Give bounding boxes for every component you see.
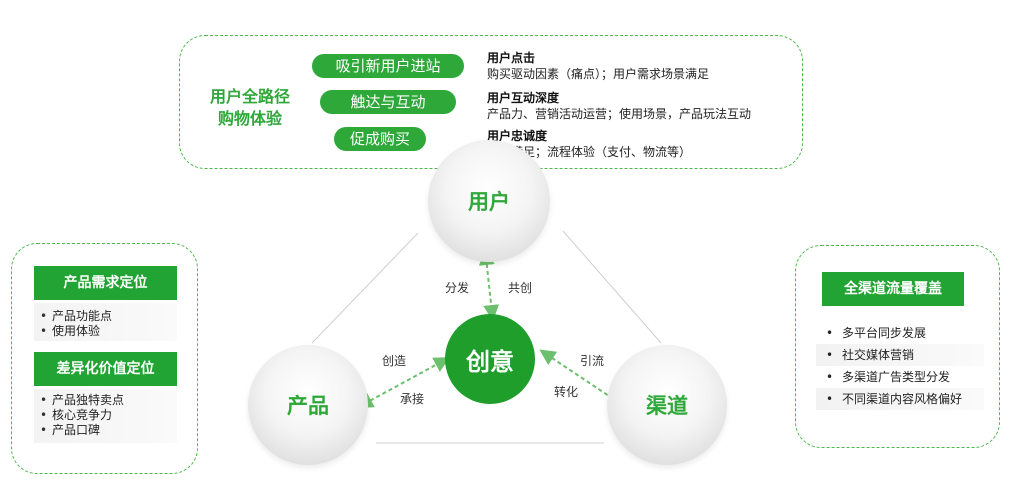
label-undertake: 承接	[400, 392, 425, 406]
arrow-user-center	[478, 249, 500, 321]
node-user: 用户	[428, 140, 550, 262]
label-cocreate: 共创	[508, 281, 533, 295]
info-text-click: 购买驱动因素（痛点）；用户需求场景满足	[487, 67, 710, 81]
triangle-edge-left	[311, 232, 419, 344]
info-title-click: 用户点击	[487, 51, 536, 65]
info-title-loyalty: 用户忠诚度	[487, 129, 548, 143]
section-title-coverage: 全渠道流量覆盖	[822, 272, 964, 306]
list-item: 使用体验	[40, 324, 177, 339]
list-item: 多渠道广告类型分发	[816, 366, 966, 388]
arrow-product-center	[356, 357, 451, 408]
node-channel: 渠道	[607, 345, 727, 465]
section-title-demand: 产品需求定位	[34, 266, 177, 300]
journey-title: 用户全路径 购物体验	[196, 86, 304, 130]
list-item: 产品口碑	[40, 423, 177, 438]
section-title-differentiation: 差异化价值定位	[34, 352, 177, 386]
label-attract: 引流	[580, 354, 605, 368]
product-positioning-box	[11, 243, 198, 474]
list-item: 核心竞争力	[40, 408, 177, 423]
arrow-channel-center	[539, 349, 625, 407]
list-item: 不同渠道内容风格偏好	[816, 388, 984, 410]
list-differentiation: 产品独特卖点 核心竞争力 产品口碑	[34, 389, 177, 443]
info-text-loyalty: 诉求满足；流程体验（支付、物流等）	[487, 145, 692, 159]
list-item: 多平台同步发展	[816, 322, 966, 344]
label-convert: 转化	[554, 385, 579, 399]
list-coverage: 多平台同步发展 社交媒体营销 多渠道广告类型分发 不同渠道内容风格偏好	[816, 322, 988, 412]
pill-promote-purchase: 促成购买	[334, 127, 426, 151]
list-demand: 产品功能点 使用体验	[34, 303, 177, 341]
label-create: 创造	[382, 354, 407, 368]
list-item: 产品功能点	[40, 309, 177, 324]
list-item: 产品独特卖点	[40, 393, 177, 408]
list-item: 社交媒体营销	[816, 344, 984, 366]
triangle-edge-right	[562, 230, 662, 344]
journey-title-line1: 用户全路径	[209, 87, 290, 106]
pill-reach-interact: 触达与互动	[320, 90, 456, 114]
node-product: 产品	[248, 345, 368, 465]
info-text-depth: 产品力、营销活动运营；使用场景，产品玩法互动	[487, 107, 752, 121]
channel-coverage-box	[795, 245, 1000, 448]
journey-title-line2: 购物体验	[217, 109, 282, 128]
pill-attract-new-users: 吸引新用户进站	[312, 54, 464, 78]
node-center-creativity: 创意	[445, 314, 535, 404]
info-title-depth: 用户互动深度	[487, 91, 560, 105]
label-distribute: 分发	[445, 281, 470, 295]
